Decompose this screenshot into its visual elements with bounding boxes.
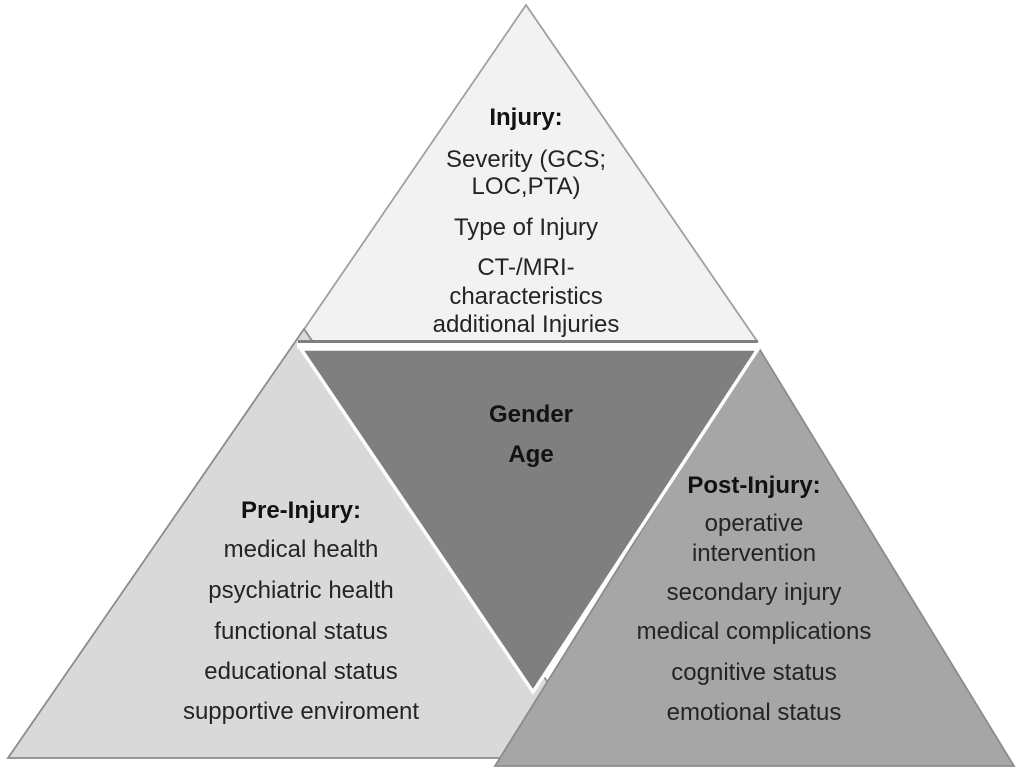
- post-injury-line: operative: [704, 510, 804, 537]
- injury-title: Injury:: [489, 104, 563, 131]
- pre-injury-title: Pre-Injury:: [240, 497, 362, 524]
- age-label: Age: [508, 441, 554, 468]
- pre-injury-line: educational status: [204, 658, 398, 685]
- pre-injury-line: supportive enviroment: [182, 698, 420, 725]
- injury-line: additional Injuries: [432, 311, 620, 338]
- post-injury-line: cognitive status: [671, 659, 837, 686]
- post-injury-line: intervention: [691, 540, 817, 567]
- pre-injury-line: psychiatric health: [208, 577, 394, 604]
- gender-label: Gender: [488, 401, 574, 428]
- pre-injury-line: functional status: [214, 618, 388, 645]
- injury-line: Type of Injury: [453, 214, 599, 241]
- post-injury-line: emotional status: [666, 699, 842, 726]
- post-injury-line: medical complications: [636, 618, 872, 645]
- injury-line: characteristics: [449, 283, 603, 310]
- pre-injury-line: medical health: [223, 536, 379, 563]
- injury-line: CT-/MRI-: [477, 254, 575, 281]
- injury-line: Severity (GCS;: [445, 146, 607, 173]
- post-injury-triangle-shape: [493, 343, 1016, 767]
- post-injury-line: secondary injury: [666, 579, 842, 606]
- gender-age-triangle-shape: [297, 347, 762, 696]
- injury-line: LOC,PTA): [471, 173, 581, 200]
- post-injury-title: Post-Injury:: [687, 472, 821, 499]
